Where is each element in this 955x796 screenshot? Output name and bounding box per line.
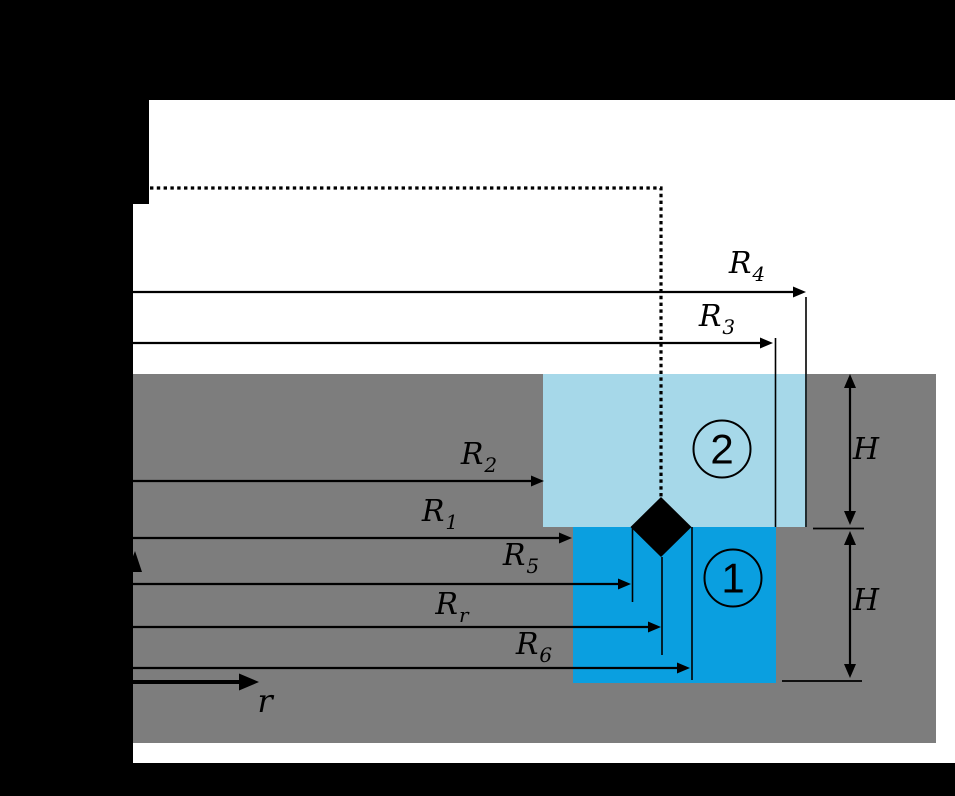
region-2-number: 2 [710, 425, 734, 472]
arrow-R5 [133, 578, 631, 590]
dimension-H-lower [782, 531, 862, 682]
region-1-number: 1 [721, 554, 745, 601]
region-1-badge: 1 [703, 548, 763, 608]
diamond-marker [630, 497, 692, 557]
dotted-guide-line [150, 186, 663, 497]
z-axis-arrowhead-icon [127, 551, 142, 572]
wellbore-bar [133, 100, 149, 204]
region-2-badge: 2 [692, 419, 752, 479]
region-2-rect [543, 374, 807, 527]
arrow-Rr [133, 621, 661, 633]
arrow-R1 [133, 532, 572, 544]
dimension-H-upper [813, 374, 864, 530]
matrix-block [133, 374, 936, 743]
arrow-R3 [133, 337, 773, 349]
arrow-R4 [133, 286, 806, 298]
arrow-R6 [133, 662, 690, 674]
r-axis-arrow [133, 673, 259, 691]
arrow-R2 [133, 475, 544, 487]
